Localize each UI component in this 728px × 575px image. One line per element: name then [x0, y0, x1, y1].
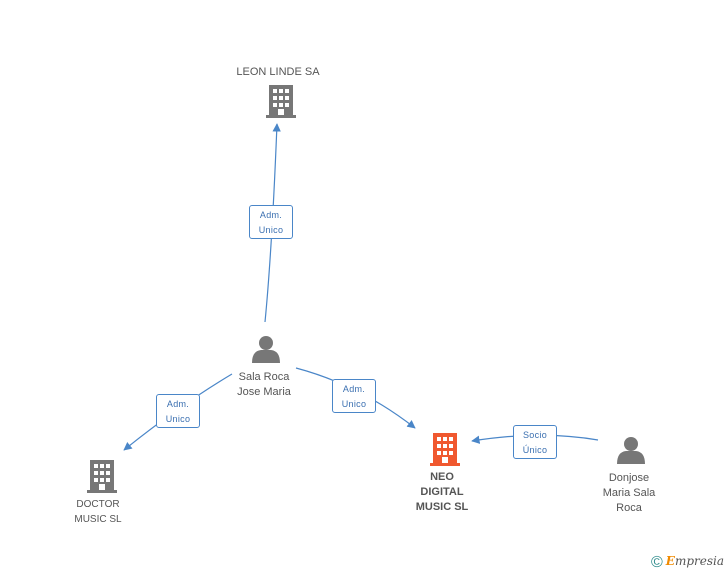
person-icon: [252, 336, 280, 363]
person-icon: [617, 437, 645, 464]
building-icon-highlight: [430, 433, 460, 466]
edge-label-adm-unico: Adm. Unico: [332, 379, 376, 413]
node-label-sala-roca[interactable]: Sala Roca Jose Maria: [237, 371, 291, 398]
node-label-leon-linde[interactable]: LEON LINDE SA: [236, 66, 320, 78]
edge-label-socio-unico: Socio Único: [513, 425, 557, 459]
empresia-logo: ©Empresia: [651, 554, 724, 572]
copyright-icon: ©: [650, 554, 663, 571]
building-icon: [266, 85, 296, 118]
node-label-doctor-music[interactable]: DOCTOR MUSIC SL: [74, 499, 122, 525]
brand-initial: E: [665, 554, 675, 568]
edge-label-adm-unico: Adm. Unico: [156, 394, 200, 428]
node-label-donjose[interactable]: Donjose Maria Sala Roca: [602, 472, 656, 514]
brand-name: mpresia: [674, 554, 724, 568]
node-label-neo-digital[interactable]: NEO DIGITAL MUSIC SL: [415, 471, 469, 513]
building-icon: [87, 460, 117, 493]
edge-label-adm-unico: Adm. Unico: [249, 205, 293, 239]
